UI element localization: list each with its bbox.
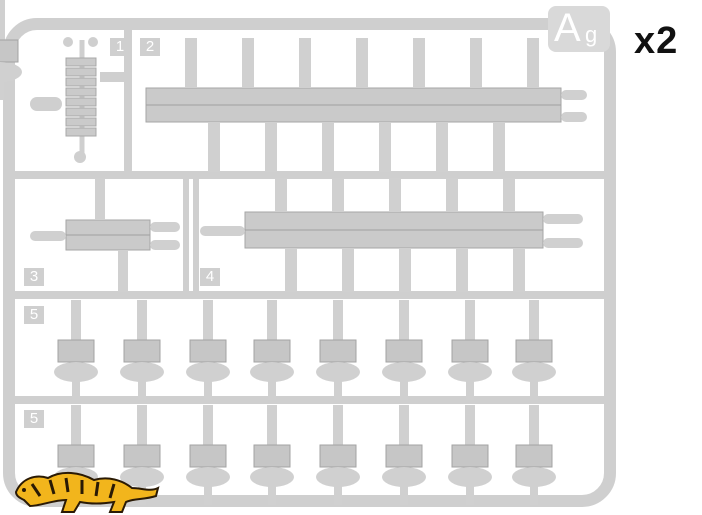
part-number-1: 1: [110, 38, 130, 56]
sprue-tag-suffix: g: [585, 22, 598, 47]
part-number-4: 4: [200, 268, 220, 286]
part-number-2: 2: [140, 38, 160, 56]
part-number-3: 3: [24, 268, 44, 286]
quantity-label: x2: [634, 20, 679, 62]
sprue-tag-letter: A: [554, 6, 581, 50]
sprue-tag: A g: [548, 6, 610, 52]
part-1-track-stack: [30, 37, 128, 163]
part-number-5b: 5: [24, 410, 44, 428]
part-4-track-medium: [200, 178, 583, 292]
part-5-row-upper: [0, 0, 22, 100]
tiger-logo-icon: [14, 472, 160, 513]
part-number-5a: 5: [24, 306, 44, 324]
part-2-track-belt: [145, 38, 587, 172]
part-3-track-short: [30, 178, 180, 292]
